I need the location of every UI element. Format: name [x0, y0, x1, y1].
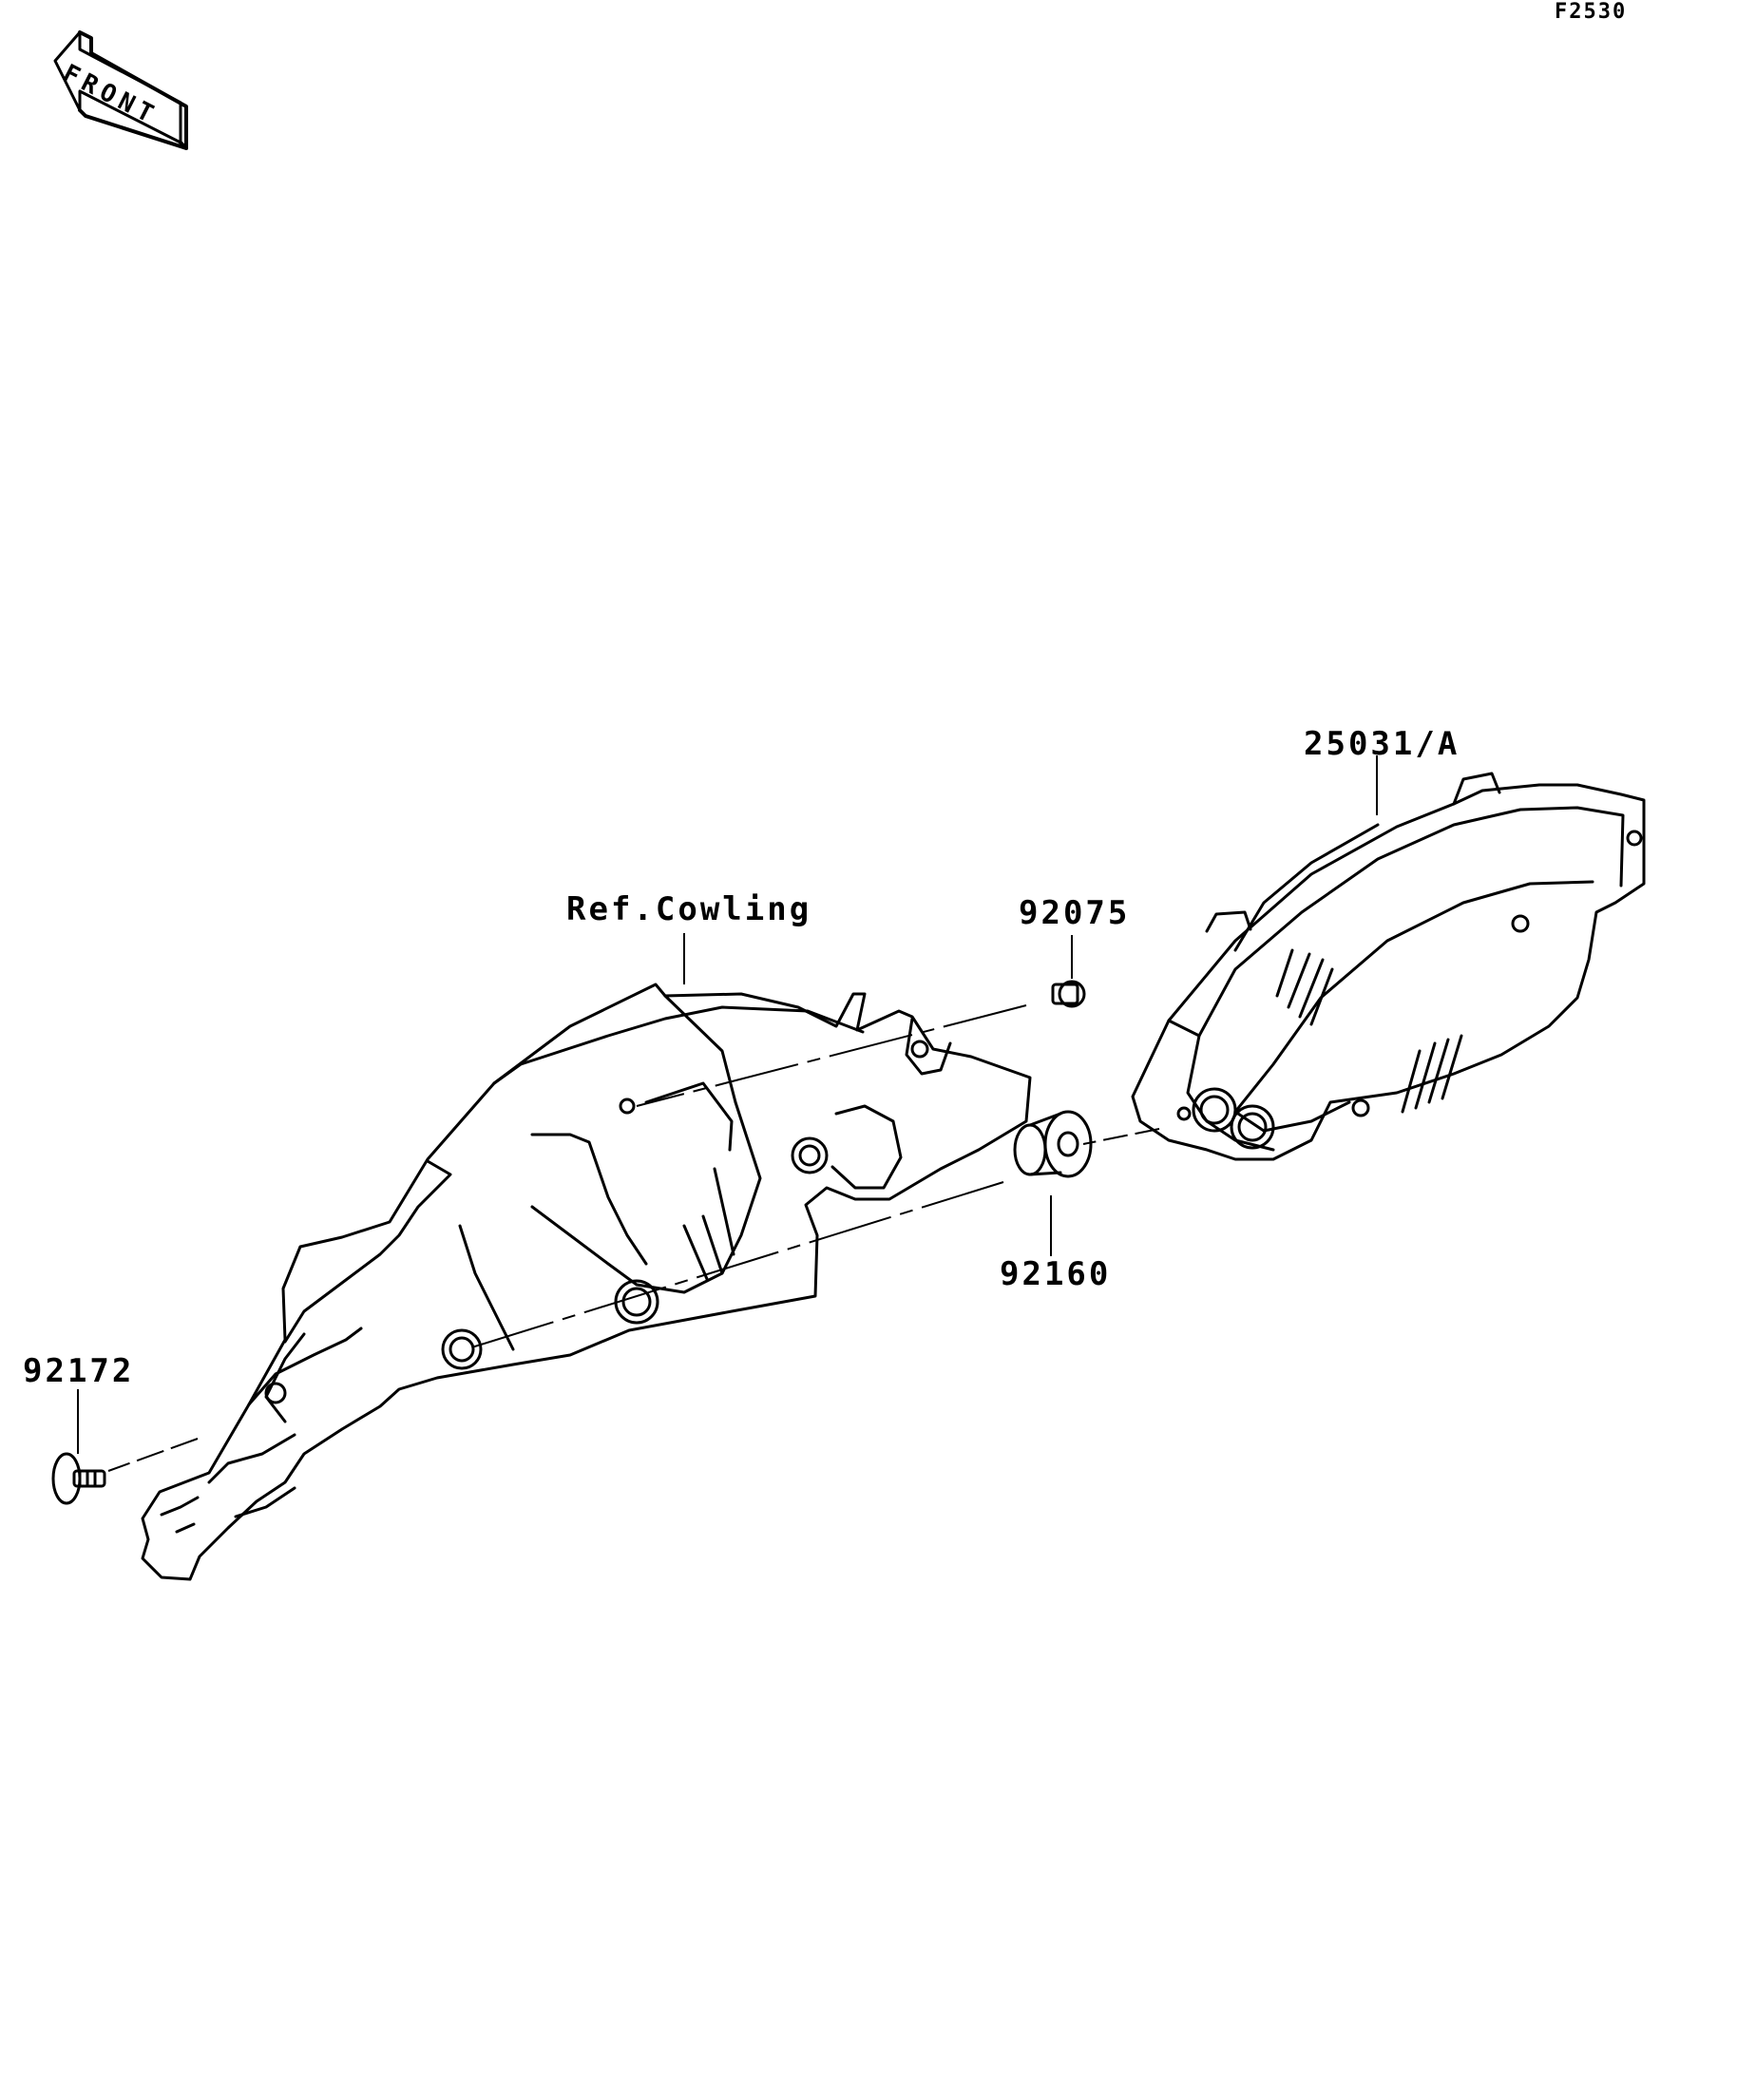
cowling-bracket: [141, 983, 1032, 1581]
part-label-25031a: 25031/A: [1304, 725, 1460, 763]
figure-code: F2530: [1555, 0, 1628, 24]
meter-assembly: [1131, 772, 1646, 1161]
part-label-92075: 92075: [1019, 894, 1131, 932]
part-label-92172: 92172: [23, 1352, 135, 1390]
clip-92172: [51, 1452, 106, 1505]
damper-92160: [1013, 1110, 1093, 1178]
part-label-92160: 92160: [1000, 1255, 1112, 1293]
part-label-ref-cowling: Ref.Cowling: [566, 890, 812, 928]
front-arrow-icon: [53, 30, 188, 150]
leader-lines: [77, 755, 1378, 1472]
grommet-92075: [1051, 980, 1086, 1008]
